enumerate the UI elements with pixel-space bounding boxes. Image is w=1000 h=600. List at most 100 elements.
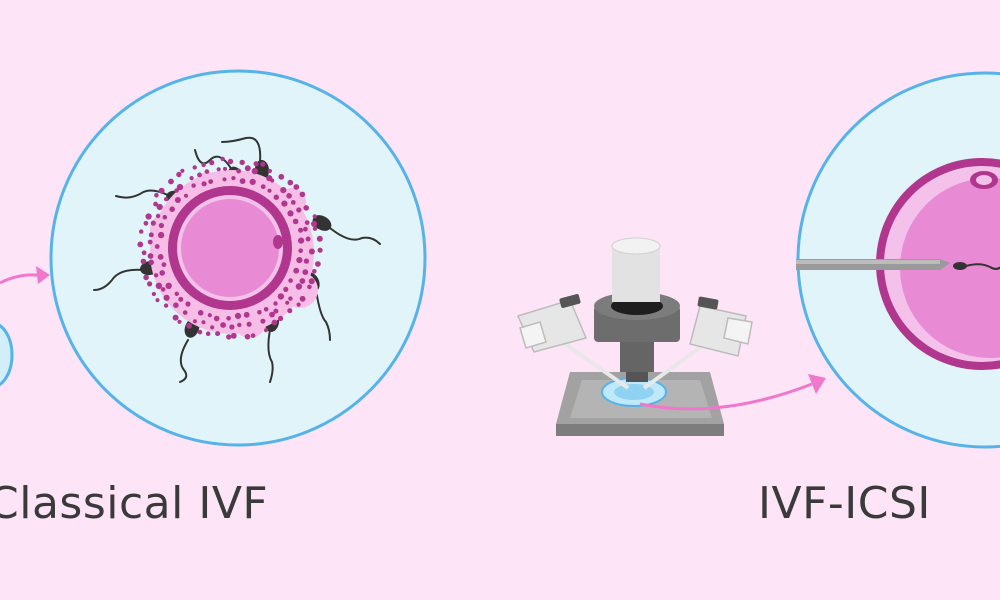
classical-ivf-label: Classical IVF <box>0 478 269 529</box>
cumulus-dot <box>304 220 310 226</box>
cumulus-dot <box>192 165 197 170</box>
cumulus-dot <box>267 168 272 174</box>
cumulus-dot <box>204 169 210 174</box>
cumulus-dot <box>197 310 204 316</box>
cumulus-dot <box>244 165 251 172</box>
cumulus-dot <box>312 214 317 219</box>
cumulus-dot <box>270 178 275 183</box>
cumulus-dot <box>182 310 188 315</box>
cumulus-dot <box>253 161 259 167</box>
cumulus-dot <box>298 248 304 253</box>
cumulus-dot <box>299 191 306 198</box>
cumulus-dot <box>287 210 294 217</box>
cumulus-dot <box>148 232 154 238</box>
cumulus-dot <box>273 301 278 306</box>
sperm-right <box>312 215 381 245</box>
ivf-icsi-label: IVF-ICSI <box>758 478 931 529</box>
cumulus-dot <box>184 193 188 198</box>
cumulus-dot <box>223 166 227 171</box>
cumulus-dot <box>299 295 306 302</box>
cumulus-dot <box>315 261 321 267</box>
cumulus-dot <box>312 226 318 231</box>
cumulus-dot <box>269 311 275 318</box>
cumulus-dot <box>290 200 296 205</box>
cumulus-dot <box>234 312 242 319</box>
cumulus-dot <box>222 177 227 182</box>
cumulus-dot <box>246 321 252 327</box>
cumulus-dot <box>154 244 160 249</box>
arrow-to-classical-ivf <box>0 266 50 285</box>
cumulus-dot <box>216 167 221 172</box>
cumulus-dot <box>288 296 293 301</box>
cumulus-dot <box>236 168 242 174</box>
cumulus-dots <box>137 156 323 340</box>
cumulus-dot <box>137 241 144 248</box>
cumulus-dot <box>161 262 167 267</box>
egg-classical <box>168 186 292 310</box>
right-manipulator-arm <box>642 296 753 390</box>
cumulus-dot <box>201 162 206 168</box>
cumulus-dot <box>154 193 159 198</box>
cumulus-dot <box>207 313 212 318</box>
injection-needle <box>796 259 950 270</box>
cumulus-dot <box>239 178 246 185</box>
cumulus-dot <box>271 319 278 326</box>
cumulus-dot <box>197 172 202 178</box>
cumulus-dot <box>312 269 317 274</box>
cumulus-dot <box>260 318 266 324</box>
cumulus-dot <box>165 282 172 289</box>
cumulus-dot <box>148 259 154 266</box>
cumulus-dot <box>213 315 220 322</box>
cumulus-dot <box>308 278 315 285</box>
cumulus-dot <box>147 281 153 287</box>
petri-dish-partial <box>0 323 14 387</box>
cumulus-dot <box>293 184 300 190</box>
classical-ivf-magnified-view <box>49 69 427 447</box>
cumulus-dot <box>147 239 153 245</box>
cumulus-dot <box>177 319 182 324</box>
cumulus-dot <box>263 307 269 312</box>
cumulus-dot <box>239 159 245 166</box>
cumulus-dot <box>162 214 168 220</box>
cumulus-dot <box>158 187 165 194</box>
cumulus-dot <box>298 237 305 244</box>
cumulus-dot <box>277 293 285 300</box>
cumulus-dot <box>156 203 163 211</box>
cumulus-dot <box>143 274 149 281</box>
cumulus-dot <box>153 273 159 278</box>
cumulus-dot <box>307 284 312 290</box>
cumulus-dot <box>157 231 165 239</box>
cumulus-dot <box>273 308 279 314</box>
cumulus-dot <box>298 227 304 233</box>
ivf-icsi-magnified-view <box>796 71 1000 449</box>
cumulus-dot <box>226 316 231 321</box>
cumulus-dot <box>143 220 149 226</box>
cumulus-dot <box>226 334 232 340</box>
cumulus-dot <box>168 178 174 185</box>
cumulus-dot <box>257 310 262 315</box>
cumulus-dot <box>153 201 159 207</box>
cumulus-dot <box>159 270 165 276</box>
cumulus-dot <box>176 183 184 191</box>
cumulus-dot <box>263 328 269 333</box>
cumulus-dot <box>287 179 294 186</box>
cumulus-dot <box>260 161 266 167</box>
cumulus-dot <box>244 333 251 340</box>
cumulus-dot <box>237 322 242 328</box>
cumulus-dot <box>145 213 152 220</box>
cumulus-dot <box>281 200 288 207</box>
cumulus-dot <box>316 235 323 242</box>
cumulus-dot <box>176 171 182 178</box>
cumulus-dot <box>169 206 175 212</box>
cumulus-dot <box>191 183 196 188</box>
cumulus-dot <box>229 324 235 330</box>
cumulus-dot <box>273 194 279 200</box>
cumulus-dot <box>293 267 300 274</box>
cumulus-dot <box>303 205 310 211</box>
cumulus-dot <box>172 314 179 321</box>
cumulus-dot <box>278 173 285 180</box>
cumulus-dot <box>286 193 292 199</box>
cumulus-dot <box>208 179 214 185</box>
cumulus-dot <box>220 156 225 162</box>
cumulus-dot <box>227 158 234 165</box>
